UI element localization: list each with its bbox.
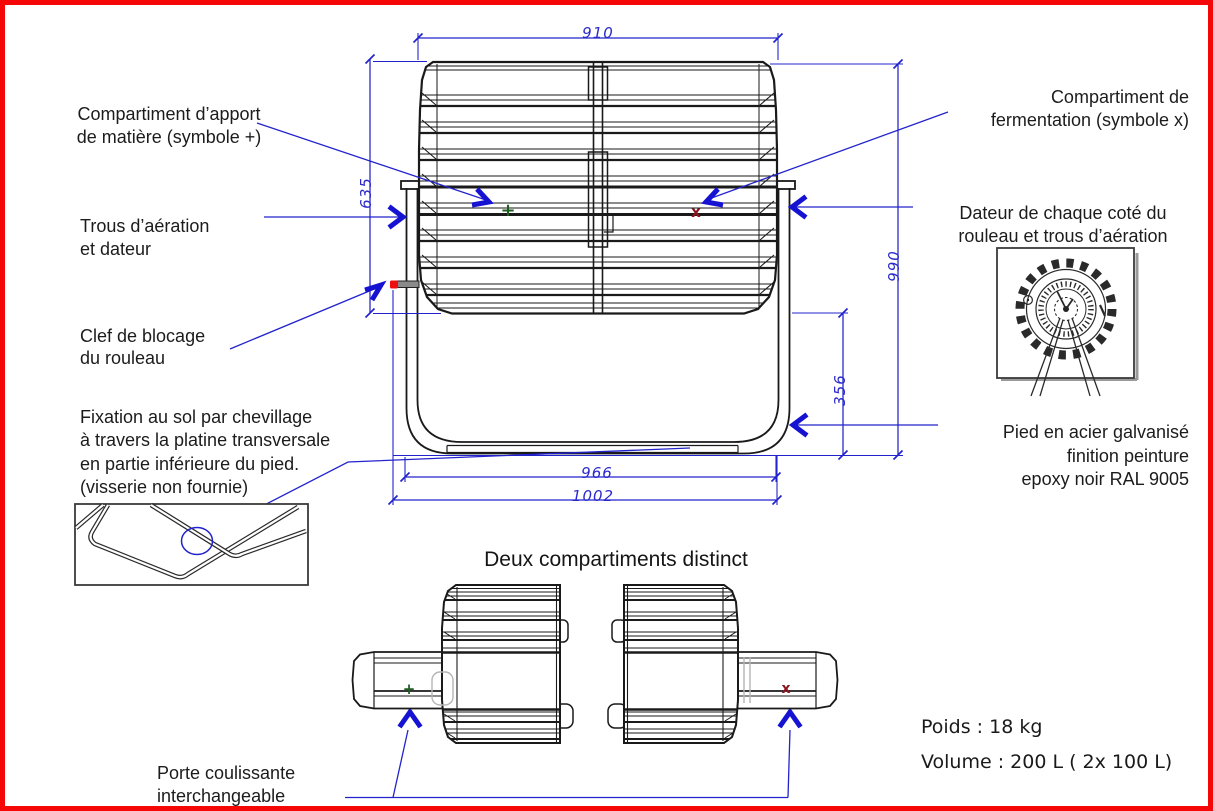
date-dial-detail: [996, 247, 1139, 397]
drum-ribs-thick: [419, 104, 777, 297]
spec-volume: Volume : 200 L ( 2x 100 L): [921, 751, 1173, 773]
label-line: finition peinture: [1066, 445, 1189, 466]
arrow-clef: [364, 280, 387, 302]
label-line: Compartiment d’apport: [77, 104, 261, 124]
spec-poids: Poids : 18 kg: [921, 716, 1043, 738]
drum-left-facets: [421, 92, 437, 295]
label-clef: Clef de blocage du rouleau: [80, 325, 205, 369]
label-line: du rouleau: [80, 348, 166, 368]
label-line: fermentation (symbole x): [990, 110, 1189, 130]
label-line: à travers la platine transversale: [80, 430, 331, 451]
label-dateur: Dateur de chaque coté du rouleau et trou…: [933, 202, 1193, 248]
label-line: rouleau et trous d’aération: [958, 226, 1168, 246]
label-line: et dateur: [80, 239, 152, 259]
floor-fixation-detail: [74, 503, 309, 586]
label-trous: Trous d’aération et dateur: [80, 215, 209, 261]
dimension-lines: [364, 32, 904, 506]
drum-front-view: [417, 60, 779, 315]
label-line: de matière (symbole +): [76, 127, 262, 147]
seam-clip-middle: [587, 151, 609, 248]
leader-fermentation: [705, 111, 949, 201]
drum-right-facets: [759, 92, 775, 295]
dial-pointer-legs: [1030, 317, 1101, 397]
label-line: en partie inférieure du pied.: [80, 453, 300, 474]
label-line: Fixation au sol par chevillage: [80, 407, 313, 427]
fixation-tubes: [74, 503, 307, 580]
label-line: Clef de blocage: [80, 326, 206, 346]
label-line: Dateur de chaque coté du: [959, 203, 1167, 223]
locking-key-pin: [390, 280, 420, 289]
dim-left-height: 635: [357, 177, 375, 209]
arrow-porte-right: [777, 707, 803, 729]
label-line: Compartiment de: [1050, 87, 1189, 107]
label-fixation: Fixation au sol par chevillage à travers…: [80, 406, 330, 499]
label-porte: Porte coulissante interchangeable: [157, 762, 296, 806]
dim-stand-height: 356: [831, 374, 849, 406]
drum-ribs-thin: [419, 65, 777, 309]
leader-apport: [256, 122, 487, 201]
compartments-view: [351, 584, 839, 744]
drum-outline: [417, 60, 779, 315]
label-line: Porte coulissante: [157, 763, 296, 783]
leader-lines: [207, 111, 949, 799]
arrow-trous: [387, 204, 408, 230]
label-line: interchangeable: [157, 786, 286, 806]
stand-front-view: [400, 180, 796, 455]
dial-needle: [1056, 290, 1074, 310]
symbol-plus-main: +: [500, 200, 516, 221]
bottom-view-title: Deux compartiments distinct: [484, 548, 748, 571]
arrow-porte-left: [397, 707, 423, 729]
drum-center-seam: [592, 62, 604, 313]
locking-key-red-dot: [390, 280, 398, 289]
arrow-dateur: [787, 194, 808, 220]
right-door-opening: [629, 653, 721, 708]
leader-porte: [345, 729, 791, 799]
right-compartment: [623, 584, 751, 744]
right-sliding-door: [726, 651, 839, 710]
arrow-pied: [788, 412, 809, 438]
drum-door-band: [419, 185, 777, 216]
label-pied: Pied en acier galvanisé finition peintur…: [931, 421, 1189, 492]
leader-clef: [229, 286, 380, 350]
label-line: Trous d’aération: [80, 216, 210, 236]
dim-base-inner-width: 966: [581, 464, 613, 482]
dial-screw: [1022, 295, 1033, 306]
left-door-opening: [458, 653, 555, 708]
label-apport: Compartiment d’apport de matière (symbol…: [63, 103, 275, 149]
door-guide-ghost: [431, 671, 454, 706]
label-fermentation: Compartiment de fermentation (symbole x): [959, 86, 1189, 132]
dial-outer-ring: [1035, 278, 1097, 340]
arrow-fermentation: [701, 187, 724, 208]
fixation-highlight-circle: [180, 526, 214, 556]
dim-base-overall-width: 1002: [571, 487, 615, 505]
gear-teeth: [1015, 258, 1117, 360]
label-line: Pied en acier galvanisé: [1002, 422, 1189, 442]
leader-arrowheads: [364, 187, 809, 729]
dim-top-width: 910: [582, 24, 614, 42]
symbol-times-main: x: [691, 203, 701, 221]
left-compartment: [431, 584, 561, 744]
dim-right-height: 990: [885, 250, 903, 282]
dial-tick-ring: [1038, 281, 1094, 337]
symbol-times-door: x: [781, 681, 791, 697]
label-line: (visserie non fournie): [80, 476, 249, 497]
arrow-apport: [471, 187, 494, 208]
label-line: epoxy noir RAL 9005: [1021, 469, 1189, 489]
detail-box-shadow: [1001, 253, 1139, 381]
symbol-plus-door: +: [402, 680, 416, 698]
